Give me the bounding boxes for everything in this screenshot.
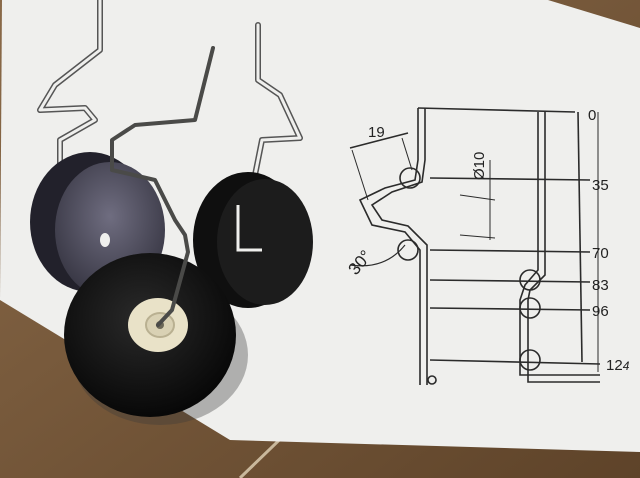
drawing-circle-lower bbox=[397, 239, 419, 261]
level-line-70 bbox=[429, 249, 591, 253]
level-label-83: 83 bbox=[592, 277, 609, 294]
level-label-12x-suffix: 4 bbox=[623, 359, 630, 373]
drawing-circle-83 bbox=[519, 269, 541, 291]
level-label-12x: 124 bbox=[606, 357, 630, 374]
level-label-0: 0 bbox=[588, 107, 596, 124]
level-label-96: 96 bbox=[592, 303, 609, 320]
drawing-circle-upper bbox=[399, 167, 421, 189]
dimension-line-19 bbox=[349, 132, 409, 149]
dimension-label-19: 19 bbox=[368, 124, 385, 141]
level-line-12x bbox=[429, 359, 601, 365]
drawing-circle-12x bbox=[519, 349, 541, 371]
dimension-label-diameter: Ø10 bbox=[471, 152, 488, 180]
drawing-circle-96 bbox=[519, 297, 541, 319]
printed-wheel-left-hole bbox=[100, 233, 110, 247]
angle-arc-30 bbox=[349, 244, 406, 267]
dimension-line-vertical bbox=[577, 111, 583, 363]
level-label-70: 70 bbox=[592, 245, 609, 262]
drawing-wire-profile bbox=[358, 108, 421, 385]
printed-wheel-right-face bbox=[217, 179, 313, 305]
level-label-35: 35 bbox=[592, 177, 609, 194]
level-line-35 bbox=[429, 177, 591, 181]
level-line-83 bbox=[429, 279, 591, 283]
technical-drawing bbox=[349, 107, 601, 385]
level-line-96 bbox=[429, 307, 591, 311]
real-wire bbox=[110, 46, 215, 327]
